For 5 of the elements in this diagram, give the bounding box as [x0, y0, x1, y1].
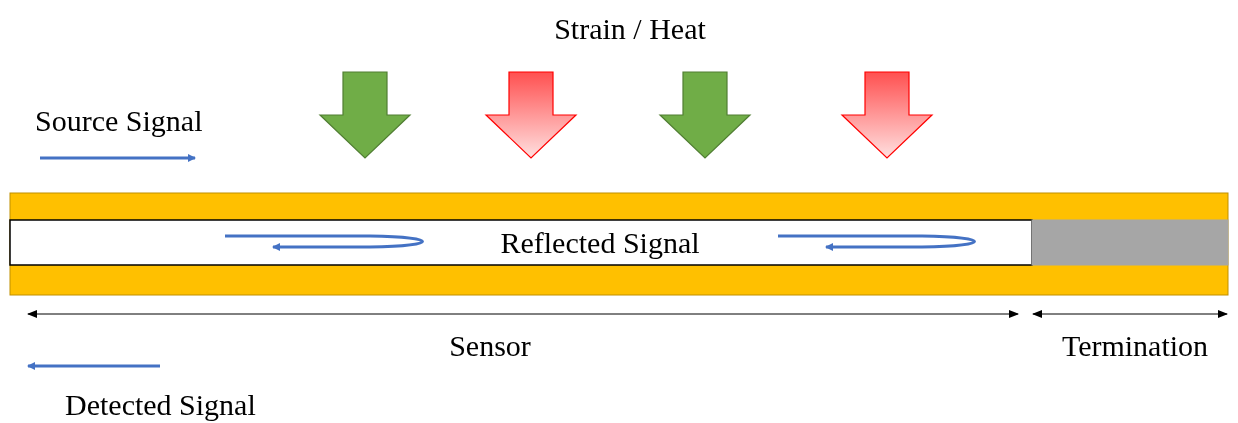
signal-label: Source Signal — [35, 106, 203, 136]
stimulus-label: Strain / Heat — [554, 14, 706, 44]
signal-label: Detected Signal — [65, 390, 256, 420]
region-label: Sensor — [449, 331, 531, 361]
region-label: Termination — [1061, 331, 1209, 361]
